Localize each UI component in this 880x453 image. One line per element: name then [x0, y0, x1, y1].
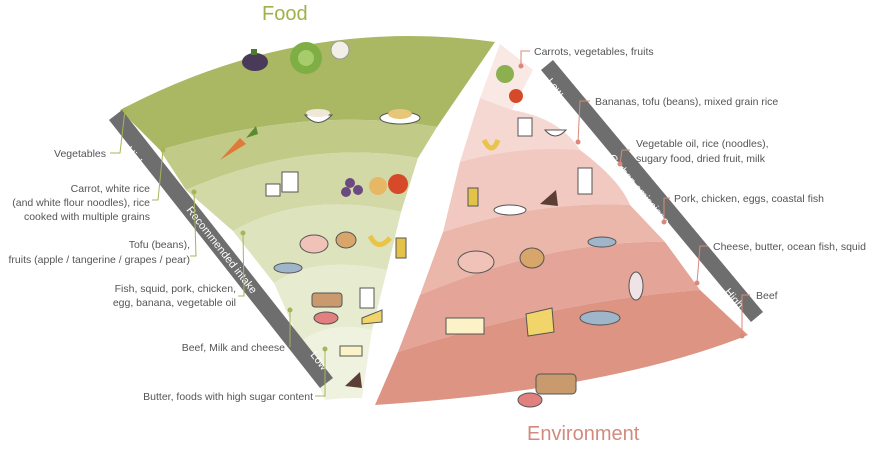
butter-icon — [339, 345, 363, 357]
cake-icon — [345, 372, 362, 388]
left-label-carrot-line1: Carrot, white rice — [71, 183, 151, 195]
environment-title: Environment — [527, 423, 640, 445]
fish-icon — [579, 310, 621, 326]
left-labels: Vegetables Carrot, white rice (and white… — [8, 148, 313, 403]
left-label-beef-milk: Beef, Milk and cheese — [182, 342, 285, 354]
left-label-tofu-line1: Tofu (beans), — [129, 239, 190, 251]
environment-icons — [445, 65, 644, 408]
left-label-butter: Butter, foods with high sugar content — [143, 391, 313, 403]
grapes-icon — [341, 178, 363, 197]
right-label-carrots: Carrots, vegetables, fruits — [534, 46, 654, 58]
right-leaders — [520, 50, 750, 336]
right-label-cheese: Cheese, butter, ocean fish, squid — [713, 241, 866, 253]
food-band-tofu-fruits — [186, 152, 418, 231]
pig-icon — [457, 250, 495, 274]
chicken-icon — [519, 247, 545, 269]
banana-icon — [481, 138, 501, 151]
milk-carton-icon — [265, 171, 299, 197]
rice-bowl-icon — [303, 109, 334, 123]
cow-icon — [311, 292, 343, 308]
left-label-vegetables: Vegetables — [54, 148, 106, 160]
butter-icon — [445, 317, 485, 335]
rice-bowl-icon — [543, 129, 568, 137]
left-label-fish-line2: egg, banana, vegetable oil — [113, 297, 236, 309]
squid-icon — [628, 271, 644, 301]
banana-icon — [367, 234, 392, 247]
food-icons — [220, 40, 421, 388]
food-band-carrot-rice — [160, 119, 437, 190]
right-label-beef: Beef — [756, 290, 778, 302]
garlic-icon — [330, 40, 350, 60]
milk-carton-icon — [577, 167, 593, 195]
steak-icon — [517, 392, 543, 408]
right-label-pork: Pork, chicken, eggs, coastal fish — [674, 193, 824, 205]
left-label-fish-line1: Fish, squid, pork, chicken, — [115, 283, 236, 295]
right-label-oil-line2: sugary food, dried fruit, milk — [636, 153, 766, 165]
noodle-plate-icon — [379, 109, 421, 125]
cheese-icon — [525, 307, 555, 337]
apple-icon — [369, 174, 408, 195]
right-label-oil-line1: Vegetable oil, rice (noodles), — [636, 138, 769, 150]
carrot-icon — [220, 126, 258, 160]
fish-icon — [587, 236, 617, 248]
fish-icon — [273, 262, 303, 274]
chicken-icon — [335, 231, 357, 249]
milk-carton-icon — [517, 117, 533, 137]
food-title: Food — [262, 3, 308, 25]
cheese-icon — [359, 287, 383, 325]
left-label-carrot-line3: cooked with multiple grains — [24, 211, 150, 223]
env-band-pork-chicken — [420, 204, 665, 295]
right-label-bananas: Bananas, tofu (beans), mixed grain rice — [595, 96, 778, 108]
vegetables-icon — [496, 65, 523, 103]
cake-icon — [540, 190, 558, 206]
cow-icon — [535, 373, 577, 395]
left-label-tofu-line2: fruits (apple / tangerine / grapes / pea… — [8, 254, 190, 266]
left-leader-dots — [122, 107, 328, 352]
oil-bottle-icon — [395, 237, 407, 259]
left-leaders — [110, 109, 326, 397]
steak-icon — [313, 311, 339, 325]
oil-bottle-icon — [467, 187, 479, 207]
right-leader-dots — [518, 63, 745, 339]
cabbage-icon — [290, 42, 322, 74]
eggplant-icon — [242, 49, 268, 71]
left-label-carrot-line2: (and white flour noodles), rice — [12, 197, 150, 209]
noodle-plate-icon — [493, 204, 527, 216]
env-band-beef — [375, 290, 748, 405]
right-labels: Carrots, vegetables, fruits Bananas, tof… — [534, 46, 866, 302]
pig-icon — [299, 234, 329, 254]
